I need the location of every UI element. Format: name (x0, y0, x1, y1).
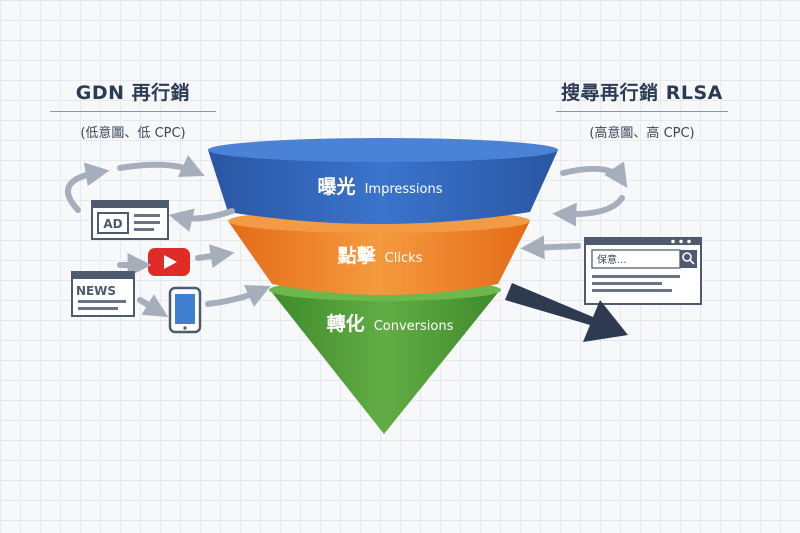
clicks-label-cn: 點擊 (337, 244, 377, 267)
news-label: NEWS (76, 284, 116, 298)
rlsa-subtitle: (高意圖、高 CPC) (589, 126, 695, 141)
cycle-arrows-icon (65, 155, 235, 232)
impressions-label-en: Impressions (365, 182, 443, 197)
phone-icon (168, 286, 202, 334)
youtube-icon (148, 248, 190, 276)
rlsa-heading: 搜尋再行銷 RLSA (高意圖、高 CPC) (556, 78, 728, 141)
right-cycle-arrows-icon (520, 161, 628, 260)
big-arrow-icon (505, 283, 628, 342)
conversions-label-en: Conversions (374, 319, 454, 334)
funnel-impressions: 曝光 Impressions (208, 138, 558, 224)
svg-text:曝光 Impressions: 曝光 Impressions (317, 175, 442, 198)
gdn-divider (50, 111, 216, 112)
arrow-youtube-to-funnel (195, 244, 235, 268)
conversions-label-cn: 轉化 (327, 312, 365, 335)
news-page-icon: NEWS (71, 271, 135, 317)
svg-text:點擊 Clicks: 點擊 Clicks (337, 244, 423, 267)
rlsa-title: 搜尋再行銷 RLSA (561, 82, 723, 104)
search-placeholder: 保意... (597, 253, 627, 266)
gdn-heading: GDN 再行銷 (低意圖、低 CPC) (50, 78, 216, 141)
svg-text:轉化 Conversions: 轉化 Conversions (327, 312, 454, 335)
ad-window-icon: AD (91, 200, 169, 240)
arrow-news-to-phone (137, 294, 169, 317)
arrow-phone-to-funnel (205, 285, 271, 307)
gdn-subtitle: (低意圖、低 CPC) (80, 126, 186, 141)
search-window-icon: 保意... (584, 237, 702, 305)
impressions-label-cn: 曝光 (317, 175, 355, 198)
clicks-label-en: Clicks (385, 251, 423, 266)
gdn-title: GDN 再行銷 (75, 82, 191, 104)
funnel-conversions: 轉化 Conversions (269, 279, 501, 434)
ad-label: AD (103, 217, 122, 231)
rlsa-divider (556, 111, 728, 112)
